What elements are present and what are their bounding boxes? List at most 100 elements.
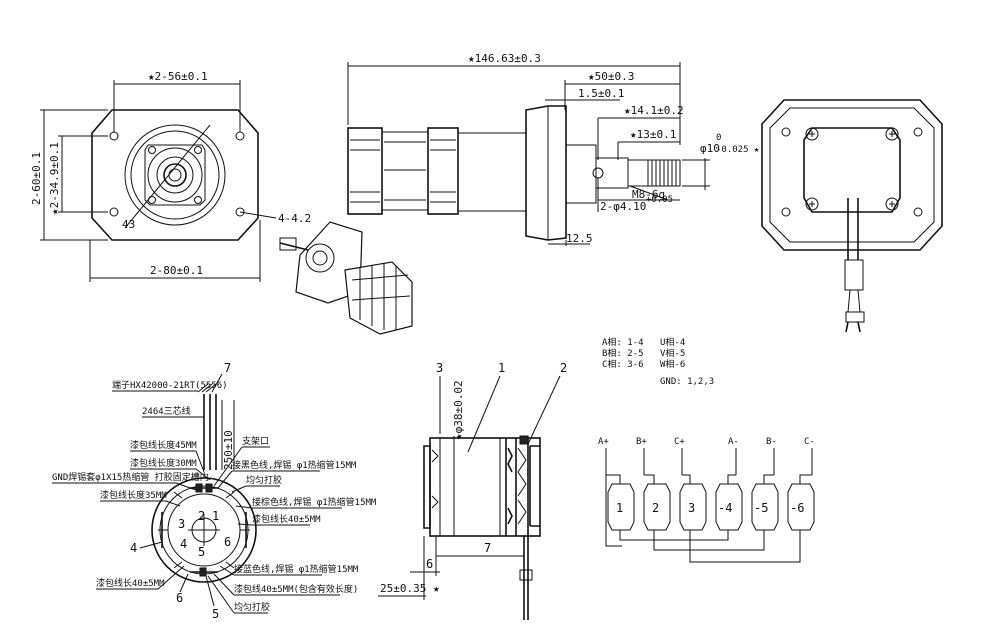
shaft: [627, 159, 681, 187]
label-43: 43: [122, 218, 135, 231]
dim-12-5: 12.5: [566, 232, 593, 245]
svg-text:2: 2: [652, 501, 659, 515]
slot-1: 1: [212, 509, 219, 523]
terminal-c-minus: C-: [804, 437, 815, 447]
dim-m8: M8-6g: [632, 188, 665, 201]
slot-6: 6: [224, 535, 231, 549]
label-holes: 4-4.2: [278, 212, 311, 225]
callout-3: 3: [436, 361, 443, 375]
dim-50: ★50±0.3: [588, 70, 634, 83]
dim-34-9: ★2-34.9±0.1: [48, 142, 61, 215]
cable: [847, 198, 859, 260]
svg-text:3: 3: [688, 501, 695, 515]
coil-3: 3: [679, 483, 707, 531]
terminal-c-plus: C+: [674, 437, 685, 447]
note-black: 接黑色线,焊锡 φ1热缩管15MM: [232, 459, 357, 471]
dim-hole: 2-φ4.10: [600, 200, 646, 213]
flange-side: [525, 105, 567, 241]
coil-5: -5: [751, 483, 779, 531]
callout-6: 6: [176, 591, 183, 605]
coil-2: 2: [643, 483, 671, 531]
rear-outline: [761, 99, 943, 251]
svg-text:-6: -6: [790, 501, 804, 515]
mount-hole: [109, 207, 119, 217]
dim-146: ★146.63±0.3: [468, 52, 541, 65]
slot-4: 4: [180, 537, 187, 551]
rear-view: [761, 99, 943, 333]
slot-5: 5: [198, 545, 205, 559]
dim-250: 250±10: [222, 430, 235, 470]
slot-3: 3: [178, 517, 185, 531]
phase-a: A相: 1-4: [602, 336, 644, 348]
leader-43: [124, 124, 211, 229]
link-b: [653, 530, 765, 551]
note-glue-2: 均匀打胶: [234, 601, 270, 613]
note-35mm: 漆包线长度35MM: [100, 489, 167, 501]
phase-gnd: GND: 1,2,3: [660, 377, 714, 387]
wire-note: 2464三芯线: [142, 405, 191, 417]
dim-hole-tol: +0.05: [646, 195, 673, 205]
dim-60: 2-60±0.1: [30, 152, 43, 205]
phase-v: V相-5: [660, 347, 685, 359]
rear-cover: [803, 127, 901, 213]
stator-left: [347, 127, 383, 215]
boss-ring: [130, 130, 220, 220]
note-gnd: GND焊锡套φ1X15热缩管 打胶固定槽内: [52, 471, 209, 483]
dim-7: 7: [484, 541, 491, 555]
note-45mm: 漆包线长度45MM: [130, 439, 197, 451]
dim-56: ★2-56±0.1: [148, 70, 208, 83]
stator-right: [427, 127, 459, 215]
terminal-a-minus: A-: [728, 437, 739, 447]
dim-phi10-upper: 0: [716, 133, 721, 143]
lead-wires: [203, 394, 217, 470]
section-view: 3 1 2 ★φ38±0.02 6 7 25±0.35 ★: [378, 361, 567, 620]
svg-text:1: 1: [616, 501, 623, 515]
svg-text:-4: -4: [718, 501, 732, 515]
svg-text:-5: -5: [754, 501, 768, 515]
coil-diagram: A+ B+ C+ A- B- C- 1 2 3 -4 -5 -6: [598, 437, 815, 563]
mount-hole: [235, 131, 245, 141]
phase-b: B相: 2-5: [602, 347, 644, 359]
note-40mm-left: 漆包线长40±5MM: [96, 577, 165, 589]
dim-25: 25±0.35 ★: [380, 582, 440, 595]
front-flange-view: 43 4-4.2 ★2-56±0.1 2-80±0.1 2-60±0.1 ★2-…: [30, 70, 311, 282]
terminal-a-plus: A+: [598, 437, 609, 447]
phase-w: W相-6: [660, 358, 685, 370]
mount-hole: [109, 131, 119, 141]
coil-1: 1: [607, 483, 635, 531]
callout-7: 7: [224, 361, 231, 375]
phase-c: C相: 3-6: [602, 358, 644, 370]
boss-square: [144, 144, 206, 206]
note-glue-1: 均匀打胶: [246, 474, 282, 486]
dim-phi38: ★φ38±0.02: [452, 380, 465, 440]
callout-2: 2: [560, 361, 567, 375]
link-a: [619, 530, 729, 541]
callout-1: 1: [498, 361, 505, 375]
isometric-view: [279, 221, 413, 335]
callout-5: 5: [212, 607, 219, 621]
terminal-b-minus: B-: [766, 437, 777, 447]
dim-14-1: ★14.1±0.2: [624, 104, 684, 117]
link-c: [689, 530, 801, 563]
dim-80: 2-80±0.1: [150, 264, 203, 277]
side-view: ★146.63±0.3 ★50±0.3 1.5±0.1 ★14.1±0.2 ★1…: [347, 52, 760, 246]
dim-13: ★13±0.1: [630, 128, 676, 141]
note-40mm-right: 漆包线长40±5MM: [252, 513, 321, 525]
note-brown: 接棕色线,焊锡 φ1热缩管15MM: [252, 496, 377, 508]
flange-outline: [91, 109, 259, 241]
gearbox: [457, 132, 527, 212]
note-blue: 接蓝色线,焊锡 φ1热缩管15MM: [234, 563, 359, 575]
coil-6: -6: [787, 483, 815, 531]
note-40mm-effective: 漆包线40±5MM(包含有效长度): [234, 583, 358, 595]
slot-2: 2: [198, 509, 205, 523]
phase-u: U相-4: [660, 336, 685, 348]
note-30mm: 漆包线长度30MM: [130, 457, 197, 469]
stator-ring: [151, 477, 257, 583]
thread: [647, 160, 677, 186]
dim-phi10: φ10: [700, 142, 720, 155]
dim-6: 6: [426, 557, 433, 571]
terminal-b-plus: B+: [636, 437, 647, 447]
note-bracket: 支架口: [242, 435, 269, 447]
coil-4: -4: [715, 483, 743, 531]
winding-view: 7 端子HX42000-21RT(5556) 2464三芯线 250±10 漆包…: [52, 361, 377, 621]
